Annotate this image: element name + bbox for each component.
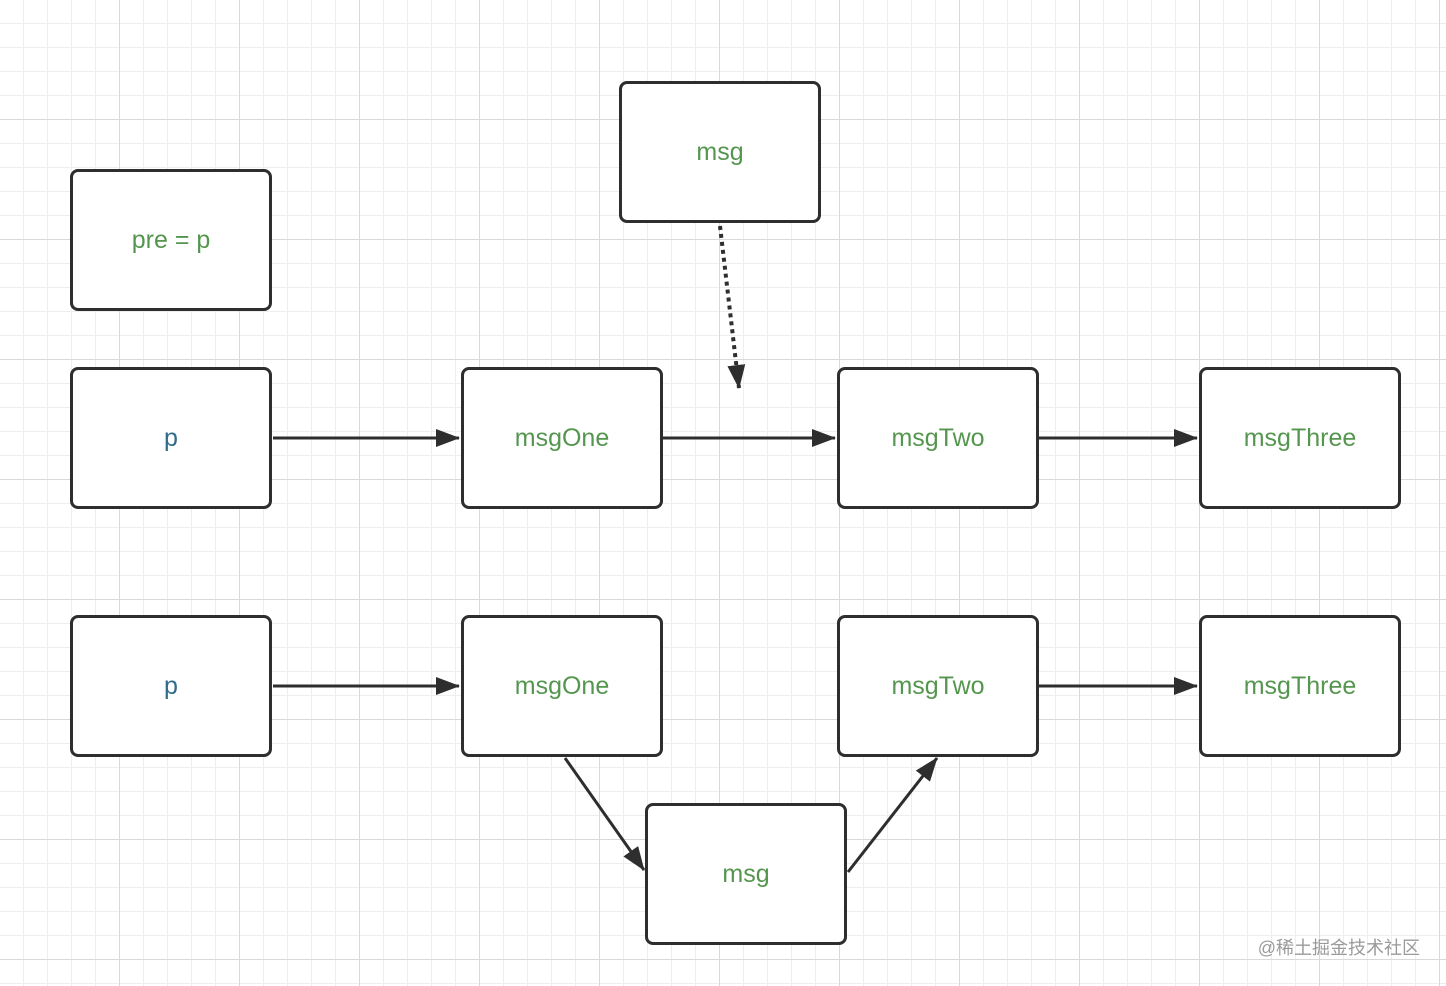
node-label: pre = p <box>131 225 211 254</box>
node-msgone-row2[interactable]: msgOne <box>461 615 663 757</box>
edge-newmsg-insert-dotted <box>718 225 746 389</box>
node-new-msg[interactable]: msg <box>619 81 821 223</box>
node-msgtwo-row1[interactable]: msgTwo <box>837 367 1039 509</box>
node-label: msgThree <box>1243 423 1357 452</box>
watermark: @稀土掘金技术社区 <box>1257 938 1420 958</box>
node-msgthree-row2[interactable]: msgThree <box>1199 615 1401 757</box>
edge-msginserted-msgtwo2 <box>846 757 939 873</box>
node-label: msg <box>696 137 744 166</box>
node-label: msgOne <box>514 671 610 700</box>
edge-msgone2-msginserted <box>563 757 646 871</box>
node-label: msg <box>722 859 770 888</box>
node-label: msgOne <box>514 423 610 452</box>
node-msgone-row1[interactable]: msgOne <box>461 367 663 509</box>
node-label: p <box>164 423 178 452</box>
node-msgtwo-row2[interactable]: msgTwo <box>837 615 1039 757</box>
node-msgthree-row1[interactable]: msgThree <box>1199 367 1401 509</box>
node-label: p <box>164 671 178 700</box>
node-msg-inserted[interactable]: msg <box>645 803 847 945</box>
node-label: msgTwo <box>891 423 985 452</box>
node-pre-equals-p[interactable]: pre = p <box>70 169 272 311</box>
node-label: msgThree <box>1243 671 1357 700</box>
node-p-row2[interactable]: p <box>70 615 272 757</box>
node-p-row1[interactable]: p <box>70 367 272 509</box>
node-label: msgTwo <box>891 671 985 700</box>
